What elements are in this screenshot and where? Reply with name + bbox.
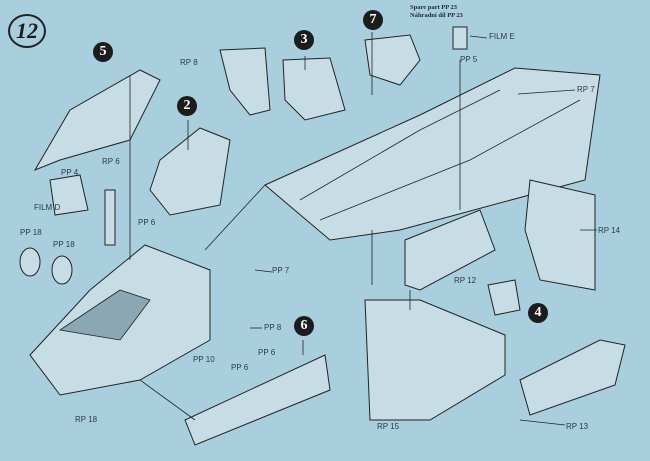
pedals-part bbox=[487, 279, 521, 316]
label-pp5: PP 5 bbox=[460, 55, 478, 64]
label-rp8: RP 8 bbox=[180, 58, 198, 67]
label-rp13: RP 13 bbox=[566, 422, 589, 431]
label-pp8: PP 8 bbox=[264, 323, 282, 332]
ejection-seat-part bbox=[149, 127, 231, 216]
label-film-d: FILM D bbox=[34, 203, 61, 212]
rp8-part bbox=[219, 47, 271, 116]
label-pp6-a: PP 6 bbox=[138, 218, 156, 227]
label-pp6-b: PP 6 bbox=[258, 348, 276, 357]
sub-step-7: 7 bbox=[363, 10, 383, 30]
label-film-e: FILM E bbox=[489, 32, 515, 41]
label-rp14: RP 14 bbox=[598, 226, 621, 235]
rp6-part bbox=[104, 189, 116, 246]
label-rp12: RP 12 bbox=[454, 276, 477, 285]
label-rp15: RP 15 bbox=[377, 422, 400, 431]
label-pp7: PP 7 bbox=[272, 266, 290, 275]
spare-part-note: Spare part PP 23 bbox=[410, 4, 458, 11]
control-part bbox=[364, 34, 421, 86]
door-part bbox=[519, 339, 626, 416]
sub-step-2: 2 bbox=[177, 96, 197, 116]
side-wall-part bbox=[184, 354, 331, 446]
instrument-panel-part bbox=[404, 209, 496, 291]
rear-bulkhead-part bbox=[364, 299, 506, 421]
label-pp18-b: PP 18 bbox=[53, 240, 75, 249]
sub-step-4: 4 bbox=[528, 303, 548, 323]
pp18-part-b bbox=[51, 255, 73, 285]
label-pp10: PP 10 bbox=[193, 355, 215, 364]
label-pp4: PP 4 bbox=[61, 168, 79, 177]
sub-step-6: 6 bbox=[294, 316, 314, 336]
label-rp6: RP 6 bbox=[102, 157, 120, 166]
label-pp6-c: PP 6 bbox=[231, 363, 249, 372]
step-number: 12 bbox=[8, 14, 46, 48]
cockpit-floor-part bbox=[264, 67, 601, 241]
label-rp7: RP 7 bbox=[577, 85, 595, 94]
rear-panel-part bbox=[524, 179, 596, 291]
side-panel-part bbox=[33, 69, 161, 172]
sub-step-5: 5 bbox=[93, 42, 113, 62]
label-rp18: RP 18 bbox=[75, 415, 98, 424]
seat-part bbox=[282, 57, 346, 121]
film-e-part bbox=[452, 26, 468, 50]
sub-step-3: 3 bbox=[294, 30, 314, 50]
pp4-part bbox=[49, 174, 89, 216]
pp18-part-a bbox=[19, 247, 41, 277]
label-pp18-a: PP 18 bbox=[20, 228, 42, 237]
spare-part-note-cz: Náhradní díl PP 23 bbox=[410, 12, 463, 19]
